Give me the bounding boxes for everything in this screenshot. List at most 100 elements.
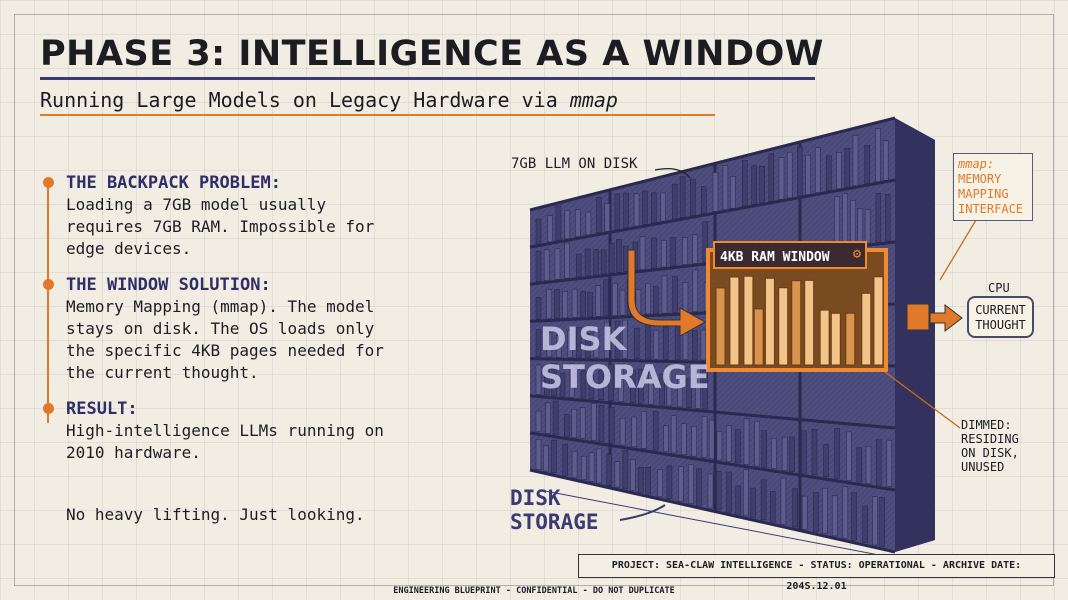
book xyxy=(564,242,570,279)
highlighted-book xyxy=(791,280,802,366)
book xyxy=(568,363,575,398)
bullet-dot xyxy=(43,279,54,290)
book xyxy=(882,140,889,181)
book xyxy=(666,465,673,500)
book xyxy=(653,330,660,360)
book xyxy=(580,370,587,399)
shelf-board xyxy=(529,394,896,430)
footer: ENGINEERING BLUEPRINT - CONFIDENTIAL - D… xyxy=(393,586,675,596)
book xyxy=(670,237,676,267)
load-arrow xyxy=(627,249,707,337)
book xyxy=(588,374,595,400)
book xyxy=(662,326,669,360)
book xyxy=(770,491,776,523)
book xyxy=(857,208,864,245)
highlighted-book xyxy=(778,287,789,366)
book xyxy=(623,192,629,229)
subtitle: Running Large Models on Legacy Hardware … xyxy=(40,88,618,112)
title-underline xyxy=(40,77,815,80)
highlighted-book xyxy=(861,292,872,366)
book xyxy=(535,218,542,245)
book xyxy=(842,486,849,539)
note-emph: mmap: xyxy=(958,157,995,171)
book xyxy=(661,240,667,268)
book xyxy=(622,450,629,490)
book xyxy=(801,430,807,474)
book xyxy=(702,221,709,263)
book xyxy=(596,448,602,484)
document-icon xyxy=(906,303,930,331)
subtitle-text: Running Large Models on Legacy Hardware … xyxy=(40,88,570,112)
note-line: INTERFACE xyxy=(958,202,1024,216)
book xyxy=(598,405,605,442)
book xyxy=(651,237,657,269)
book xyxy=(567,330,573,358)
point-line: 2010 hardware. xyxy=(66,443,201,462)
book xyxy=(535,250,542,282)
book xyxy=(585,211,592,236)
book xyxy=(633,327,640,359)
point-line: stays on disk. The OS loads only xyxy=(66,319,375,338)
book xyxy=(652,410,659,451)
book xyxy=(551,363,557,396)
book xyxy=(579,407,586,439)
book xyxy=(661,275,668,314)
book xyxy=(884,194,891,242)
book xyxy=(813,492,819,532)
book xyxy=(653,286,659,314)
book xyxy=(666,366,673,407)
book xyxy=(674,321,681,360)
book xyxy=(792,488,798,528)
closing-line: No heavy lifting. Just looking. xyxy=(66,505,365,524)
book xyxy=(872,496,878,546)
book xyxy=(645,323,651,360)
book xyxy=(716,431,723,461)
book xyxy=(555,335,562,358)
book xyxy=(608,407,615,444)
point-heading: THE WINDOW SOLUTION: xyxy=(66,275,271,295)
book xyxy=(846,431,852,481)
book xyxy=(638,368,644,404)
highlighted-book xyxy=(764,277,775,366)
label-line: STORAGE xyxy=(510,510,599,534)
highlighted-book xyxy=(743,275,754,366)
book xyxy=(831,495,838,537)
book xyxy=(862,505,868,543)
cpu-label: CPU xyxy=(988,281,1010,295)
book xyxy=(639,236,646,270)
book xyxy=(771,438,777,469)
book xyxy=(612,282,618,316)
book xyxy=(575,209,581,238)
gear-icon: ⚙ xyxy=(853,246,862,262)
book xyxy=(834,196,840,248)
book xyxy=(633,193,640,227)
book xyxy=(679,176,686,218)
book xyxy=(551,439,557,474)
book xyxy=(691,426,697,457)
highlighted-book xyxy=(819,309,830,366)
book xyxy=(836,151,842,190)
book xyxy=(681,423,687,455)
shelf-board xyxy=(529,178,896,249)
book xyxy=(555,205,562,241)
book xyxy=(814,147,821,193)
bullet-dot xyxy=(43,177,54,188)
book xyxy=(875,128,881,182)
book xyxy=(671,183,678,220)
book xyxy=(822,487,828,534)
book xyxy=(562,443,568,476)
highlighted-book xyxy=(753,308,764,366)
ram-window-label: 4KB RAM WINDOW xyxy=(720,250,830,265)
book xyxy=(707,473,714,509)
subtitle-underline xyxy=(40,114,715,116)
point-line: Loading a 7GB model usually xyxy=(66,195,327,214)
book xyxy=(587,292,594,317)
dimmed-line: ON DISK, xyxy=(961,446,1019,460)
book xyxy=(842,193,848,247)
book xyxy=(535,410,542,433)
note-line: MEMORY xyxy=(958,172,1002,186)
dimmed-line: RESIDING xyxy=(961,432,1019,446)
point-line: requires 7GB RAM. Impossible for xyxy=(66,217,375,236)
